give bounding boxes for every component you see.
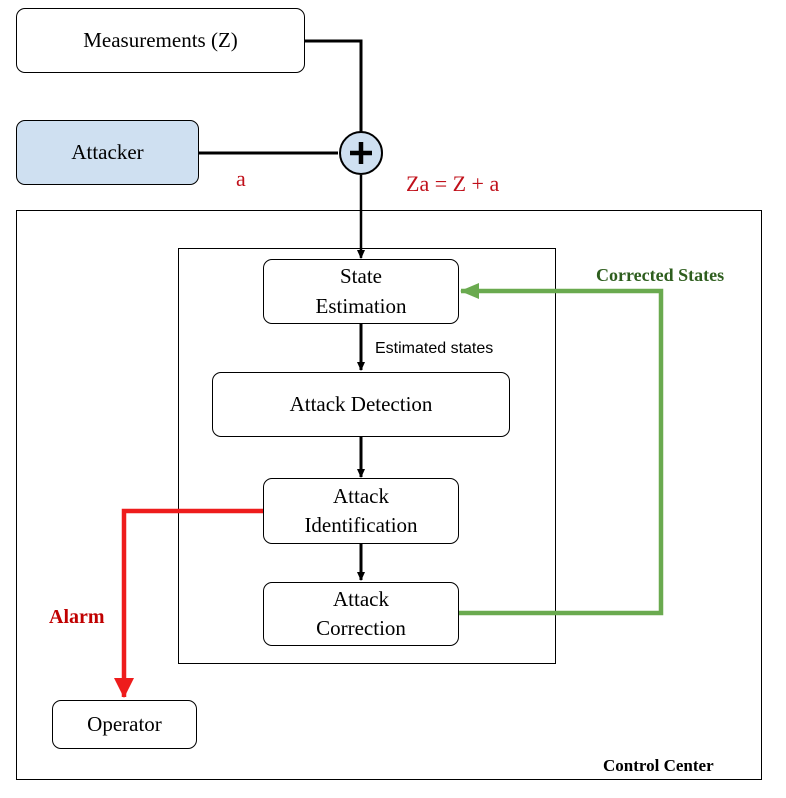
- processing-block-frame: [178, 248, 556, 664]
- measurements-box: Measurements (Z): [16, 8, 305, 73]
- measurements-connector: [305, 39, 363, 136]
- attack-detection-box: Attack Detection: [212, 372, 510, 437]
- summing-junction: [339, 131, 383, 175]
- estimated-states-label: Estimated states: [375, 340, 494, 357]
- control-center-frame: [16, 210, 762, 780]
- corrected-states-feedback-arrow: [459, 283, 664, 616]
- control-center-label: Control Center: [603, 756, 714, 775]
- alarm-arrow: [114, 508, 263, 698]
- operator-box: Operator: [52, 700, 197, 749]
- attacker-box: Attacker: [16, 120, 199, 185]
- equation-label: Za = Z + a: [406, 171, 500, 196]
- alarm-label: Alarm: [49, 606, 105, 628]
- attack-vector-label: a: [236, 166, 246, 191]
- attack-correction-box: Attack Correction: [263, 582, 459, 646]
- attack-identification-box: Attack Identification: [263, 478, 459, 544]
- corrected-states-label: Corrected States: [596, 265, 725, 285]
- state-estimation-box: State Estimation: [263, 259, 459, 324]
- plus-icon: [350, 142, 372, 164]
